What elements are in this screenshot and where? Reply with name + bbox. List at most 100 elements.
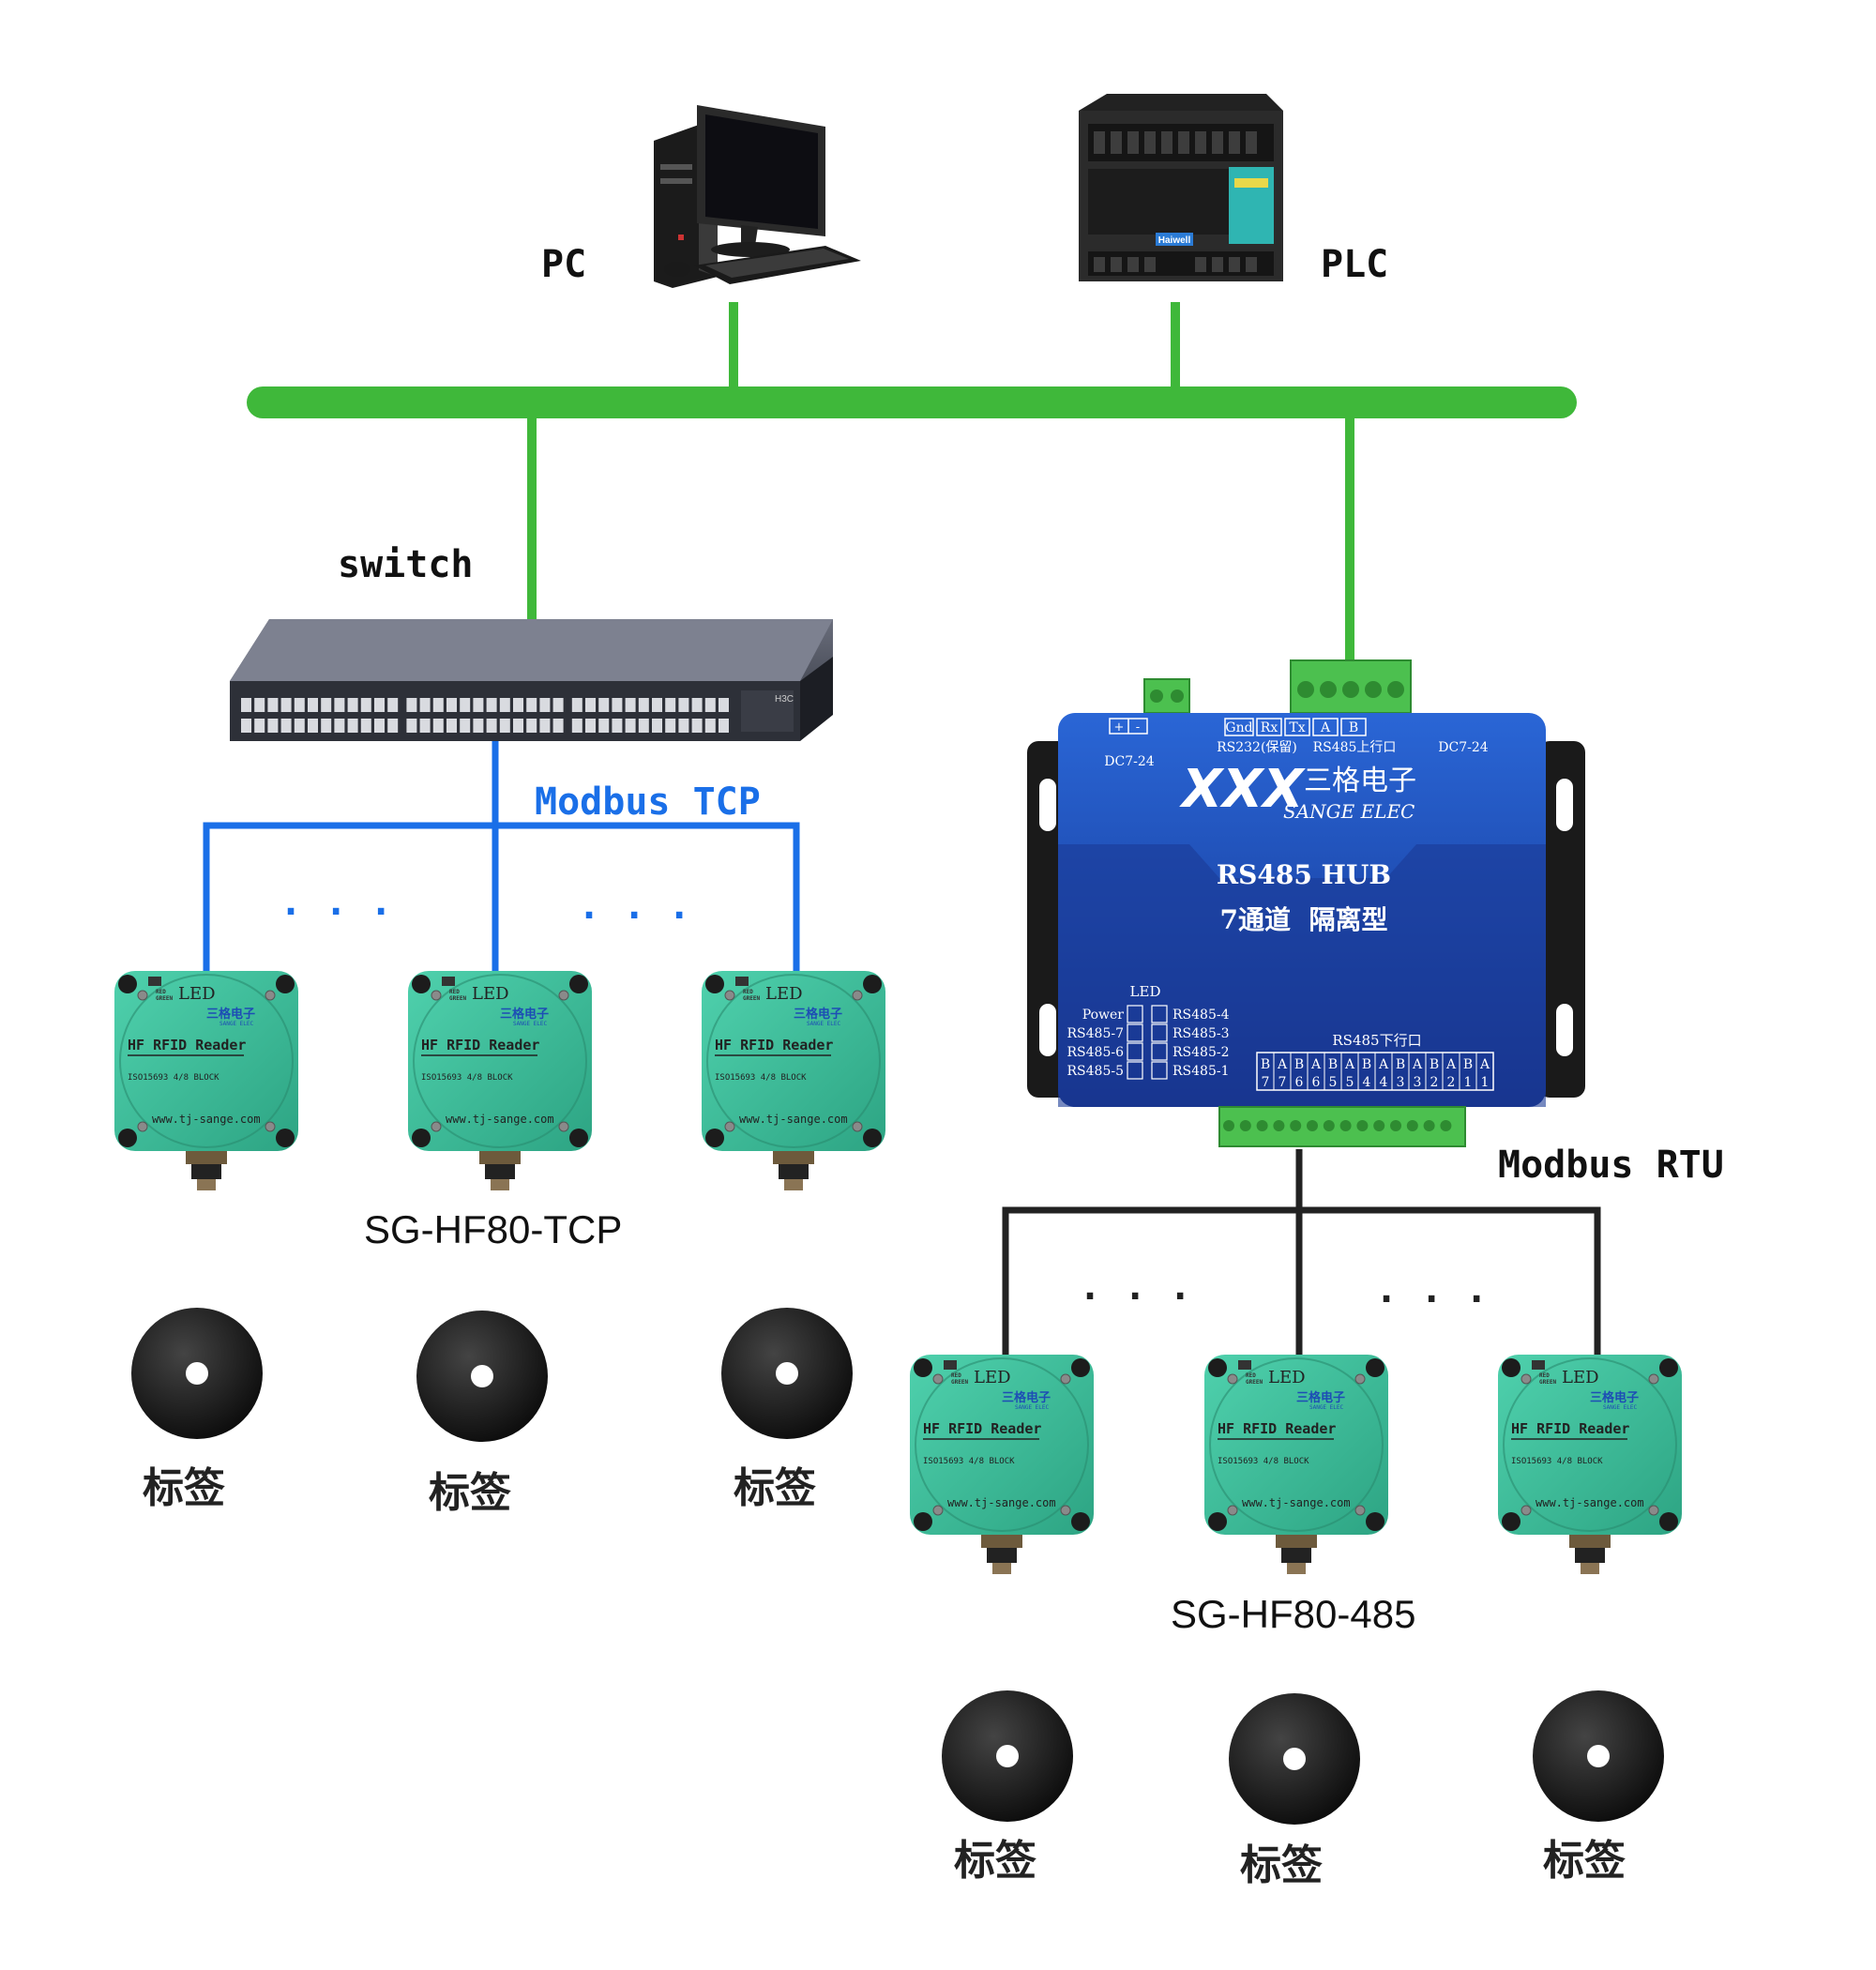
reader-brand-en: SANGE ELEC — [1015, 1404, 1050, 1411]
switch-port — [499, 698, 510, 712]
plc-icon: Haiwell — [1079, 94, 1283, 281]
hub-logo-icon: XXX — [1179, 759, 1306, 820]
reader-brand: 三格电子 — [1002, 1390, 1051, 1405]
switch-port — [347, 698, 358, 712]
switch-ports — [241, 698, 729, 733]
rfid-tag-1 — [131, 1308, 263, 1439]
network-switch-icon: H3C — [230, 619, 833, 741]
reader-brand: 三格电子 — [794, 1007, 842, 1022]
tag-label-2: 标签 — [429, 1469, 511, 1517]
tag-label-5: 标签 — [1240, 1841, 1323, 1889]
switch-port — [513, 698, 523, 712]
switch-port — [691, 719, 703, 733]
switch-port — [719, 719, 729, 733]
switch-port — [419, 719, 431, 733]
switch-port — [280, 719, 292, 733]
switch-port — [552, 719, 564, 733]
tcp-ellipsis-right: ... — [578, 885, 714, 928]
reader-green-label: GREEN — [156, 995, 173, 1002]
switch-port — [638, 698, 649, 712]
switch-port — [499, 719, 510, 733]
reader-brand-en: SANGE ELEC — [513, 1021, 548, 1027]
hub-terminal-label: Rx — [1261, 720, 1278, 735]
hub-led-left-label: RS485-7 — [1067, 1026, 1125, 1041]
switch-port — [625, 698, 636, 712]
switch-port — [678, 698, 689, 712]
reader-led-label: LED — [1562, 1368, 1599, 1387]
hub-terminal-label: Tx — [1289, 720, 1305, 735]
reader-led-label: LED — [178, 984, 216, 1004]
hub-port-number: 1 — [1464, 1075, 1473, 1090]
switch-port — [321, 719, 332, 733]
switch-port — [571, 698, 582, 712]
reader-red-label: RED — [951, 1372, 961, 1379]
switch-port — [585, 719, 596, 733]
reader-led-label: LED — [472, 984, 509, 1004]
hub-port-number: 3 — [1397, 1075, 1405, 1090]
switch-port — [486, 698, 497, 712]
switch-port — [387, 698, 399, 712]
reader-red-label: RED — [156, 989, 166, 995]
switch-port — [652, 698, 662, 712]
reader-title: HF RFID Reader — [1511, 1420, 1629, 1437]
reader-brand: 三格电子 — [1590, 1390, 1639, 1405]
switch-port — [294, 719, 305, 733]
reader-brand: 三格电子 — [206, 1007, 255, 1022]
reader-spec: ISO15693 4/8 BLOCK — [923, 1457, 1015, 1466]
hub-port-letter: B — [1294, 1057, 1304, 1072]
switch-port — [308, 698, 318, 712]
reader-title: HF RFID Reader — [128, 1037, 246, 1053]
tag-label-1: 标签 — [143, 1464, 225, 1512]
switch-port — [267, 698, 279, 712]
modbus-rtu-label: Modbus RTU — [1498, 1144, 1724, 1187]
hub-port-letter: A — [1412, 1057, 1423, 1072]
switch-port — [446, 698, 457, 712]
switch-port — [719, 698, 729, 712]
hub-led-right-label: RS485-4 — [1172, 1008, 1230, 1023]
hub-port-letter: A — [1277, 1057, 1288, 1072]
svg-text:H3C: H3C — [775, 694, 794, 705]
hub-led-left-label: Power — [1082, 1008, 1125, 1023]
reader-green-label: GREEN — [1246, 1379, 1263, 1386]
hub-port-number: 5 — [1346, 1075, 1354, 1090]
switch-port — [652, 719, 662, 733]
model-tcp-label: SG-HF80-TCP — [364, 1207, 623, 1251]
tag-label-3: 标签 — [734, 1464, 816, 1512]
switch-port — [598, 719, 610, 733]
hub-port-letter: B — [1396, 1057, 1405, 1072]
hub-down-title: RS485下行口 — [1332, 1032, 1421, 1049]
rfid-tags — [131, 1308, 1664, 1825]
hub-title: RS485 HUB — [1217, 859, 1391, 890]
switch-port — [539, 719, 551, 733]
switch-port — [308, 719, 318, 733]
switch-port — [460, 719, 471, 733]
reader-green-label: GREEN — [951, 1379, 968, 1386]
hub-port-number: 2 — [1447, 1075, 1456, 1090]
switch-port — [460, 698, 471, 712]
switch-port — [539, 698, 551, 712]
switch-port — [334, 698, 345, 712]
hub-port-letter: B — [1328, 1057, 1338, 1072]
switch-port — [419, 698, 431, 712]
switch-port — [267, 719, 279, 733]
switch-port — [526, 698, 537, 712]
hub-led-panel: PowerRS485-7RS485-6RS485-5RS485-4RS485-3… — [1067, 1005, 1230, 1080]
hub-port-letter: B — [1463, 1057, 1473, 1072]
hub-port-number: 6 — [1312, 1075, 1321, 1090]
reader-green-label: GREEN — [1539, 1379, 1556, 1386]
reader-url: www.tj-sange.com — [947, 1496, 1056, 1509]
pc-icon — [654, 105, 861, 288]
reader-brand-en: SANGE ELEC — [1309, 1404, 1344, 1411]
reader-brand-en: SANGE ELEC — [1603, 1404, 1638, 1411]
tcp-wiring — [203, 741, 800, 976]
hub-terminal-label: Gnd — [1225, 720, 1252, 735]
switch-port — [241, 698, 251, 712]
reader-red-label: RED — [1246, 1372, 1256, 1379]
hub-power-right: DC7-24 — [1438, 740, 1488, 755]
hub-rs232-label: RS232(保留) — [1217, 740, 1297, 755]
rtu-wiring — [1002, 1149, 1601, 1360]
